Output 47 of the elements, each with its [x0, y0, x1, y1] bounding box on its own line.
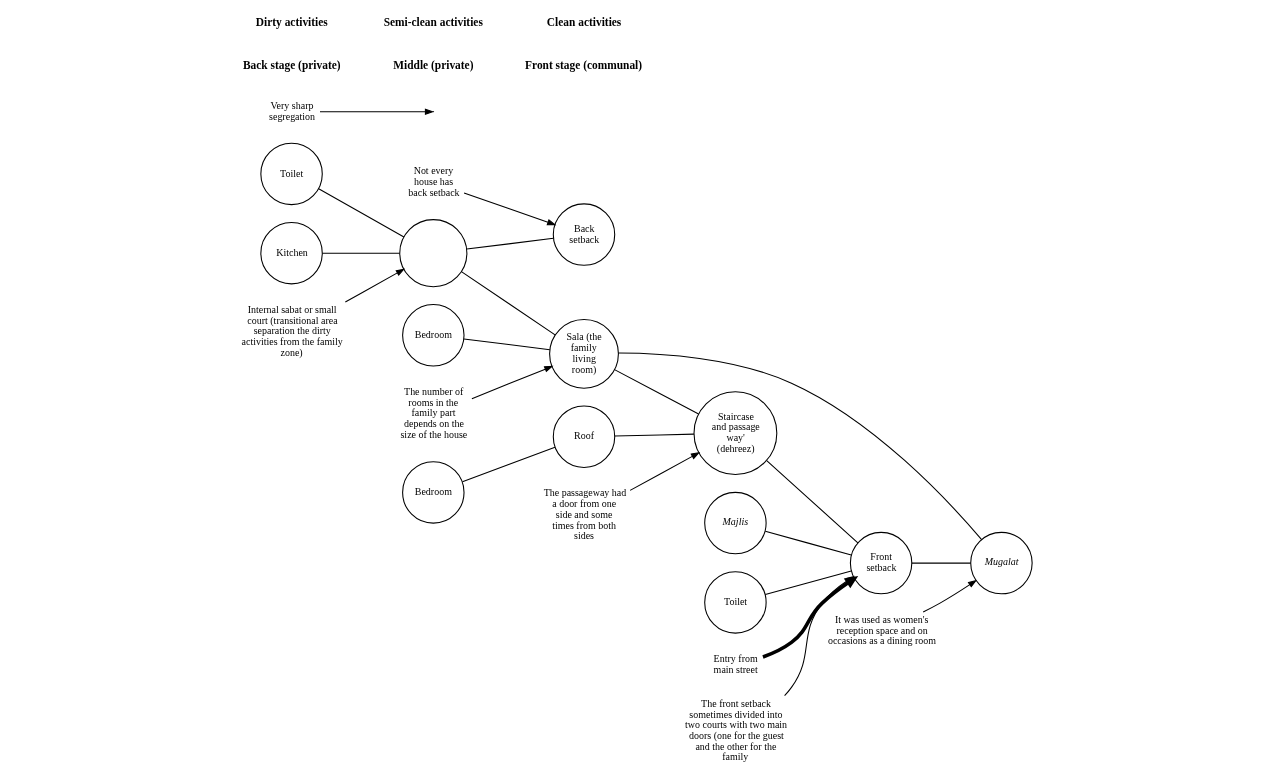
arrow: [344, 268, 406, 303]
label: Clean activities: [546, 15, 622, 28]
arrow: [319, 108, 435, 115]
label: Middle (private): [393, 59, 474, 72]
node-text: The front setback sometimes divided into two courts with two main doors (one for the guest and the other for the family: [685, 697, 788, 763]
node-circle: Back setback: [552, 203, 616, 266]
connector: [911, 562, 972, 564]
connector: [614, 369, 700, 415]
connector: [614, 433, 695, 437]
node-circle: Kitchen: [260, 221, 323, 285]
connector: [466, 237, 554, 250]
connector: [318, 188, 405, 238]
node-circle: Sala (the family living room): [549, 318, 619, 389]
connector: [764, 570, 852, 595]
node-circle: Bedroom: [402, 304, 465, 367]
arrow: [629, 452, 701, 491]
node-circle: Roof: [552, 405, 616, 468]
arrow: [463, 192, 557, 226]
node-text: The number of rooms in the family part depends on the size of the house: [400, 386, 468, 440]
node-circle: Mugalat: [970, 531, 1033, 595]
node-text: It was used as women's reception space and on occasions as a dining room: [827, 613, 937, 647]
connector: [617, 352, 983, 541]
node-circle: Majlis: [704, 491, 767, 555]
node-text: The passageway had a door from one side and some times from both sides: [543, 487, 627, 542]
label: Dirty activities: [255, 15, 328, 28]
arrow: [471, 365, 554, 400]
arrow: [922, 579, 978, 613]
arrow: [784, 575, 855, 697]
label: Semi-clean activities: [383, 15, 483, 28]
connector: [463, 338, 551, 351]
node-text: Entry from main street: [713, 652, 758, 675]
connector: [764, 530, 852, 556]
connector: [461, 446, 556, 483]
node-circle: Staircase and passage way' (dehreez): [693, 391, 778, 476]
node-circle: Bedroom: [402, 461, 465, 524]
label: Back stage (private): [243, 59, 341, 72]
node-circle: Front setback: [849, 531, 913, 595]
connector: [321, 252, 401, 254]
connector: [766, 460, 859, 544]
connector: [460, 271, 556, 336]
node-circle: Toilet: [260, 142, 323, 206]
node-text: Not every house has back setback: [408, 165, 460, 198]
node-circle: Toilet: [704, 571, 767, 634]
node-circle: [399, 219, 468, 288]
label: Front stage (communal): [525, 59, 643, 72]
node-text: Internal sabat or small court (transitional area separation the dirty activities from the family zone): [241, 303, 343, 358]
node-text: Very sharp segregation: [269, 100, 316, 122]
